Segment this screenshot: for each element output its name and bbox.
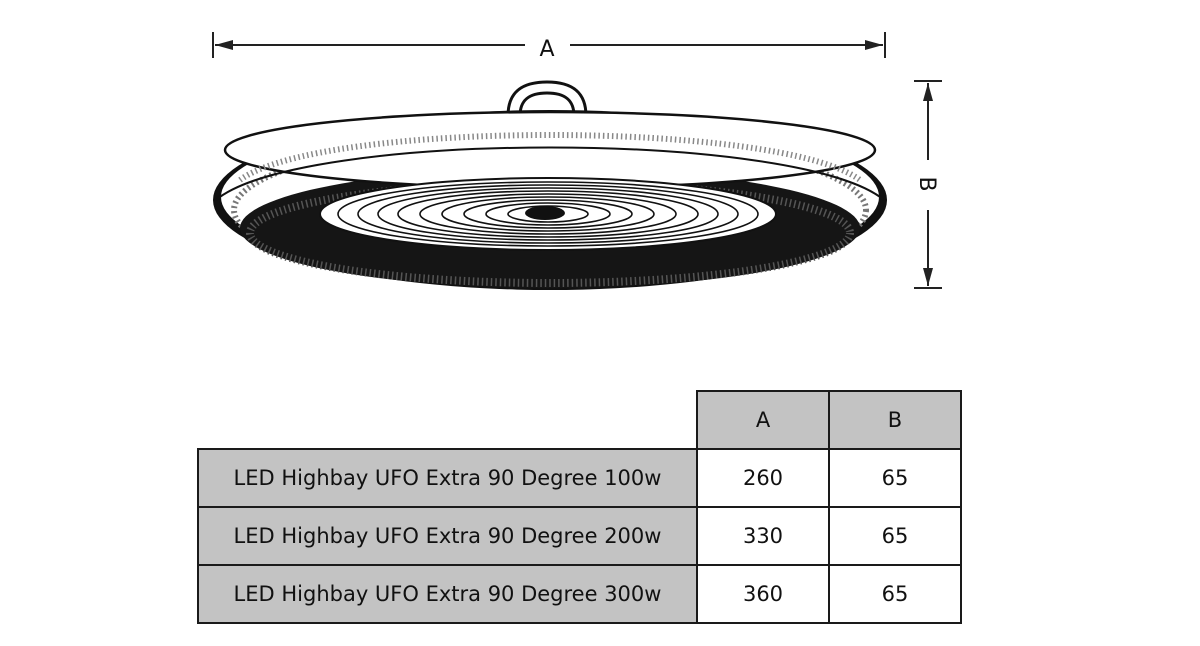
row-name: LED Highbay UFO Extra 90 Degree 300w [197,564,698,624]
row-a-value: 260 [696,448,830,508]
row-b-value: 65 [828,564,962,624]
table-row: LED Highbay UFO Extra 90 Degree 100w 260… [197,448,962,508]
row-name: LED Highbay UFO Extra 90 Degree 200w [197,506,698,566]
row-name: LED Highbay UFO Extra 90 Degree 100w [197,448,698,508]
row-b-value: 65 [828,506,962,566]
dimension-a: A [212,32,886,62]
dimension-b: B [914,80,942,289]
table-header-row: A B [198,390,962,450]
table-header-b: B [828,390,962,450]
table-row: LED Highbay UFO Extra 90 Degree 300w 360… [197,564,962,624]
dimension-a-label: A [539,37,554,62]
row-b-value: 65 [828,448,962,508]
row-a-value: 360 [696,564,830,624]
table-row: LED Highbay UFO Extra 90 Degree 200w 330… [197,506,962,566]
dimension-b-label: B [914,176,939,191]
table-header-a: A [696,390,830,450]
table-header-blank [198,391,697,450]
ufo-lamp-body [213,110,887,290]
dimension-spec-table: A B LED Highbay UFO Extra 90 Degree 100w… [197,390,962,624]
ufo-highbay-dimension-drawing: A B [212,32,942,290]
row-a-value: 330 [696,506,830,566]
